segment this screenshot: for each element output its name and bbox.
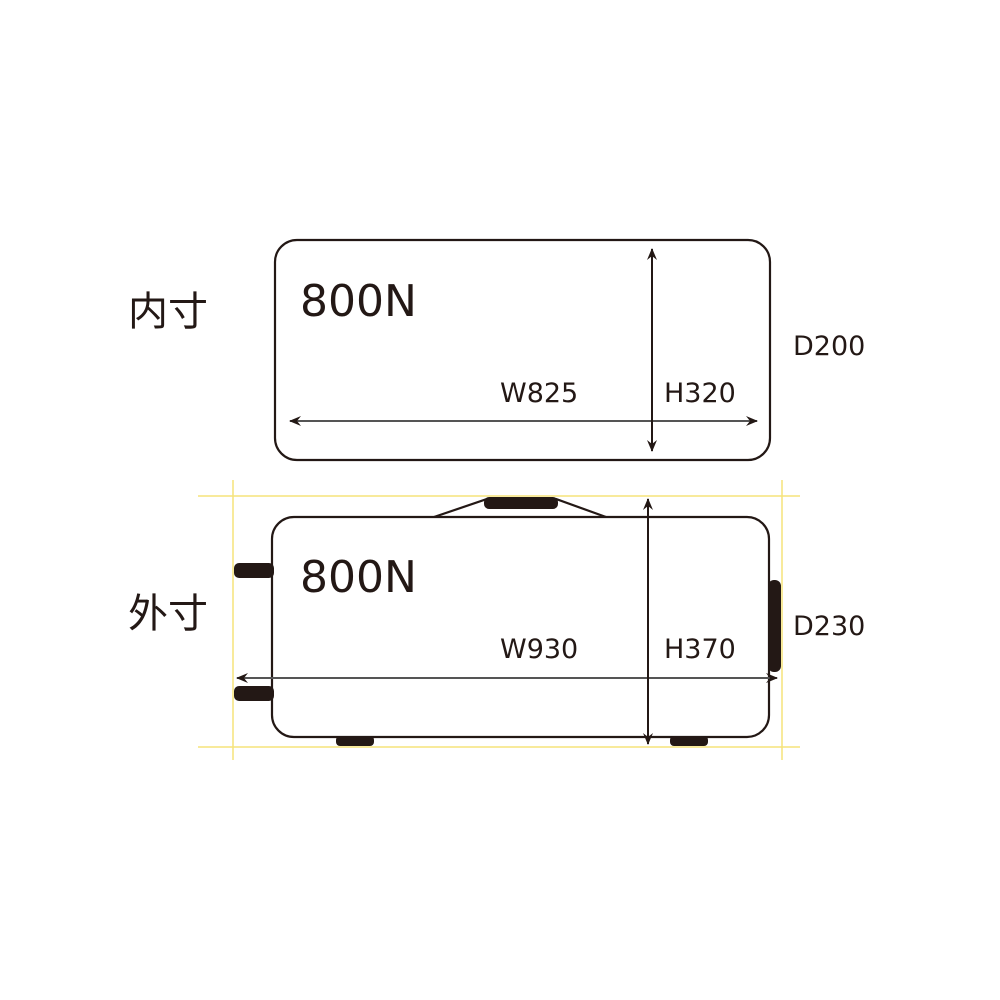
outer-width-label: W930: [500, 634, 579, 665]
outer-model-label: 800N: [300, 552, 417, 603]
inner-depth-label: D200: [793, 331, 866, 362]
inner-box-outline: [273, 238, 772, 462]
left-handle-upper: [234, 563, 274, 578]
outer-box-outline: [270, 515, 771, 739]
outer-depth-label: D230: [793, 611, 866, 642]
outer-height-label: H370: [664, 634, 736, 665]
inner-section-label: 内寸: [128, 289, 208, 335]
right-handle: [768, 580, 781, 672]
inner-width-label: W825: [500, 378, 579, 409]
foot-right: [670, 736, 708, 746]
inner-model-label: 800N: [300, 276, 417, 327]
guide-lines: [198, 480, 800, 760]
foot-left: [336, 736, 374, 746]
top-handle-grip: [484, 497, 558, 509]
left-handle-lower: [234, 686, 274, 701]
outer-section-label: 外寸: [128, 591, 208, 637]
inner-height-label: H320: [664, 378, 736, 409]
